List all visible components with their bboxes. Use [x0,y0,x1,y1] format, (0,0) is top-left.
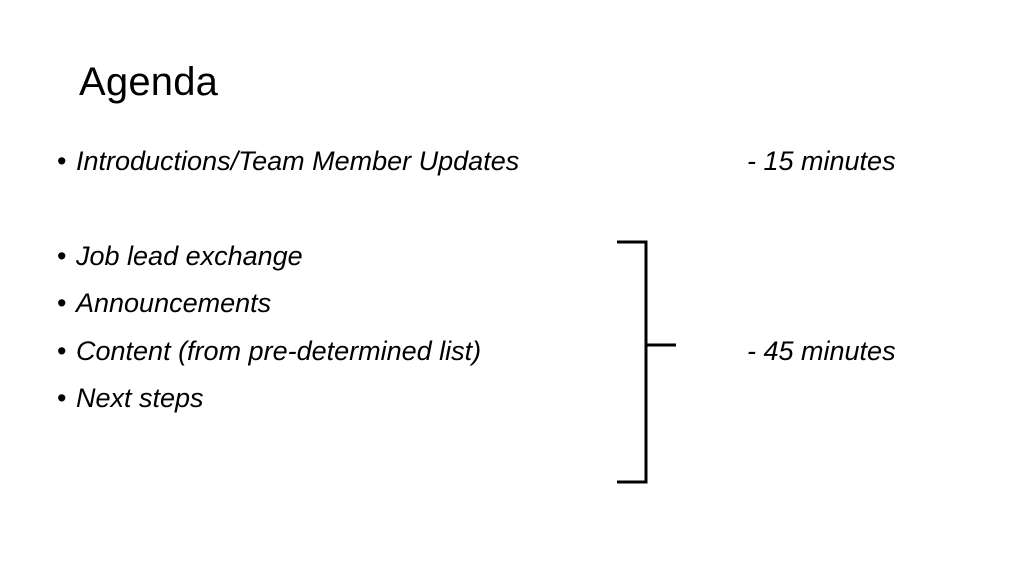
agenda-item-content: • Content (from pre-determined list) [57,338,481,365]
right-bracket [617,240,676,484]
bullet: • [57,288,67,318]
bullet: • [57,383,67,413]
slide-title: Agenda [79,60,219,104]
bullet: • [57,241,67,271]
agenda-item-text: Announcements [76,288,272,318]
agenda-item-text: Job lead exchange [76,241,303,271]
agenda-item-job-lead: • Job lead exchange [57,243,303,270]
agenda-item-text: Content (from pre-determined list) [76,336,482,366]
duration-45-minutes: - 45 minutes [747,336,896,366]
agenda-item-announcements: • Announcements [57,290,271,317]
bullet: • [57,146,67,176]
agenda-item-text: Introductions/Team Member Updates [76,146,520,176]
bullet: • [57,336,67,366]
agenda-item-text: Next steps [76,383,204,413]
bracket-arm [617,240,648,484]
agenda-item-introductions: • Introductions/Team Member Updates [57,148,519,175]
duration-15-minutes: - 15 minutes [747,146,896,176]
agenda-item-next-steps: • Next steps [57,385,204,412]
